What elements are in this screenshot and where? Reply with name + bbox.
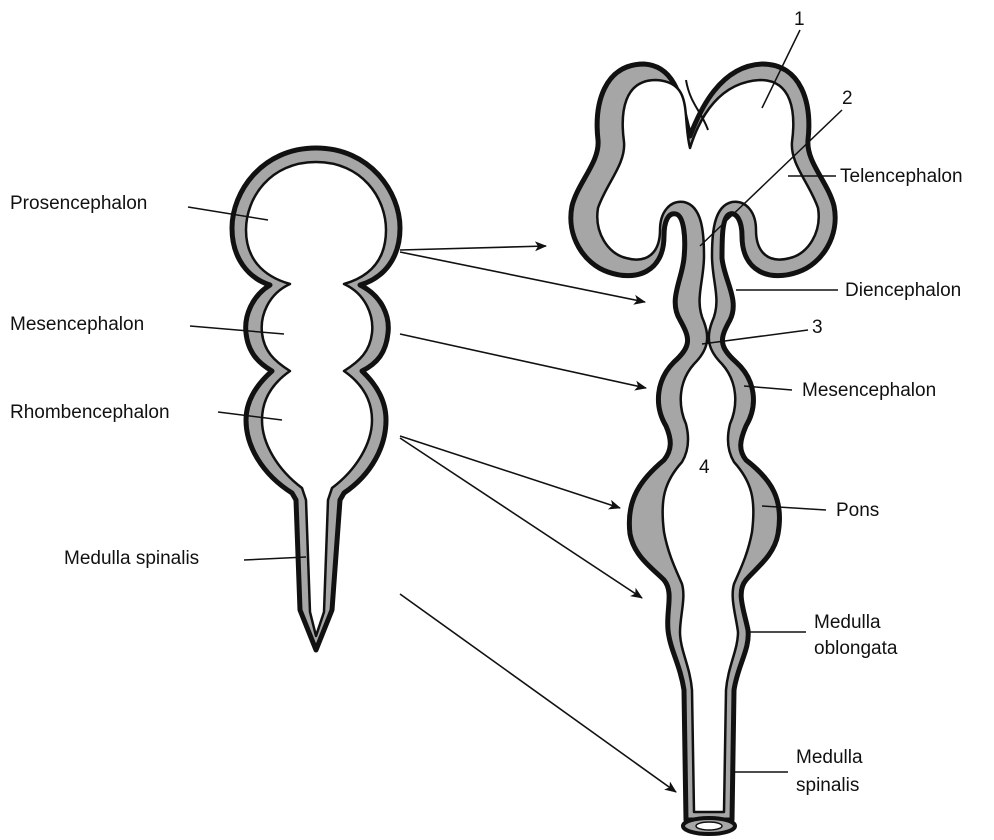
label-mesencephalon-right: Mesencephalon — [802, 380, 936, 402]
label-medulla-spinalis-right: Medulla spinalis — [796, 744, 906, 800]
arrow-prosencephalon-to-telencephalon — [400, 246, 546, 250]
label-pons: Pons — [836, 500, 879, 522]
number-2: 2 — [842, 88, 853, 110]
arrow-rhombencephalon-to-pons — [400, 436, 620, 508]
three-vesicle-brain — [232, 148, 400, 650]
label-medulla-spinalis-left: Medulla spinalis — [64, 548, 199, 570]
label-rhombencephalon: Rhombencephalon — [10, 402, 170, 424]
label-telencephalon: Telencephalon — [840, 166, 963, 188]
label-mesencephalon-left: Mesencephalon — [10, 314, 144, 336]
arrow-mesencephalon-to-mesencephalon — [400, 334, 646, 388]
label-medulla-oblongata: Medulla oblongata — [814, 610, 934, 662]
label-diencephalon: Diencephalon — [845, 280, 961, 302]
spinal-canal-opening — [696, 822, 722, 830]
arrow-rhombencephalon-to-medulla-oblongata — [400, 438, 642, 598]
five-vesicle-lumen — [597, 80, 818, 812]
five-vesicle-brain — [571, 64, 835, 834]
number-4: 4 — [699, 457, 710, 479]
number-3: 3 — [812, 317, 823, 339]
three-vesicle-lumen — [246, 162, 386, 636]
arrow-spinalis-to-spinalis — [400, 594, 676, 792]
number-1: 1 — [794, 9, 805, 31]
label-prosencephalon: Prosencephalon — [10, 193, 147, 215]
